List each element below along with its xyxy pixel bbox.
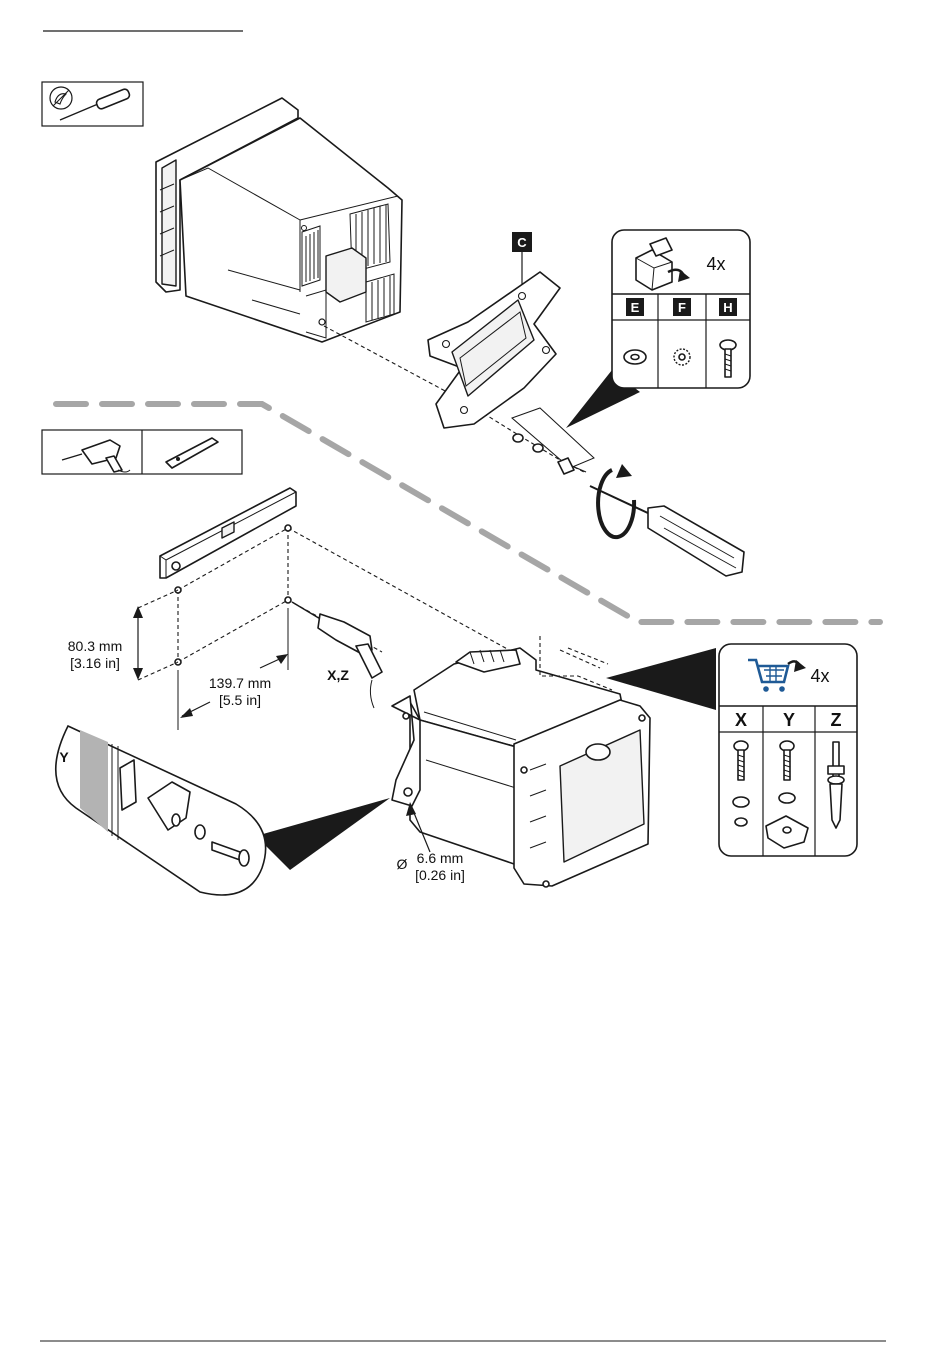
- diameter-metric: 6.6 mm: [417, 850, 464, 866]
- callout-c-label: C: [517, 235, 527, 250]
- tool-box-screwdriver: [42, 82, 143, 126]
- purchase-col-z: Z: [831, 710, 842, 730]
- dim-vertical-imperial: [3.16 in]: [70, 655, 120, 671]
- diameter-symbol: Ø: [397, 856, 408, 872]
- tool-box-drill-level: [42, 430, 242, 474]
- rotate-arrow-icon: [598, 464, 634, 537]
- dimension-vertical: 80.3 mm [3.16 in]: [68, 606, 143, 680]
- dim-horizontal-imperial: [5.5 in]: [219, 692, 261, 708]
- mounting-bracket: [428, 272, 560, 428]
- purchase-quantity: 4x: [810, 666, 829, 686]
- detail-view-y: Y: [56, 726, 266, 895]
- dim-horizontal-metric: 139.7 mm: [209, 675, 271, 691]
- kit-col-h: H: [723, 300, 732, 315]
- lock-washer-icon: [674, 349, 690, 365]
- kit-quantity: 4x: [706, 254, 725, 274]
- kit-col-e: E: [631, 300, 640, 315]
- washer-icon: [624, 350, 646, 364]
- diameter-imperial: [0.26 in]: [415, 867, 465, 883]
- callout-wedge-detail: [256, 798, 390, 870]
- callout-c: C: [512, 232, 532, 284]
- no-glove-icon: [50, 87, 72, 109]
- spirit-level: [160, 488, 296, 578]
- screwdriver-tool: [590, 464, 744, 576]
- kit-col-f: F: [678, 300, 686, 315]
- purchase-box: 4x X Y Z: [719, 644, 857, 856]
- kit-box: 4x E F H: [612, 230, 750, 388]
- controller-rear: [156, 98, 402, 342]
- dimension-horizontal: 139.7 mm [5.5 in]: [178, 608, 288, 730]
- drill-tool: X,Z: [292, 602, 382, 708]
- purchase-col-x: X: [735, 710, 747, 730]
- detail-label: Y: [59, 749, 69, 765]
- drill-label: X,Z: [327, 667, 349, 683]
- purchase-col-y: Y: [783, 710, 795, 730]
- dim-vertical-metric: 80.3 mm: [68, 638, 122, 654]
